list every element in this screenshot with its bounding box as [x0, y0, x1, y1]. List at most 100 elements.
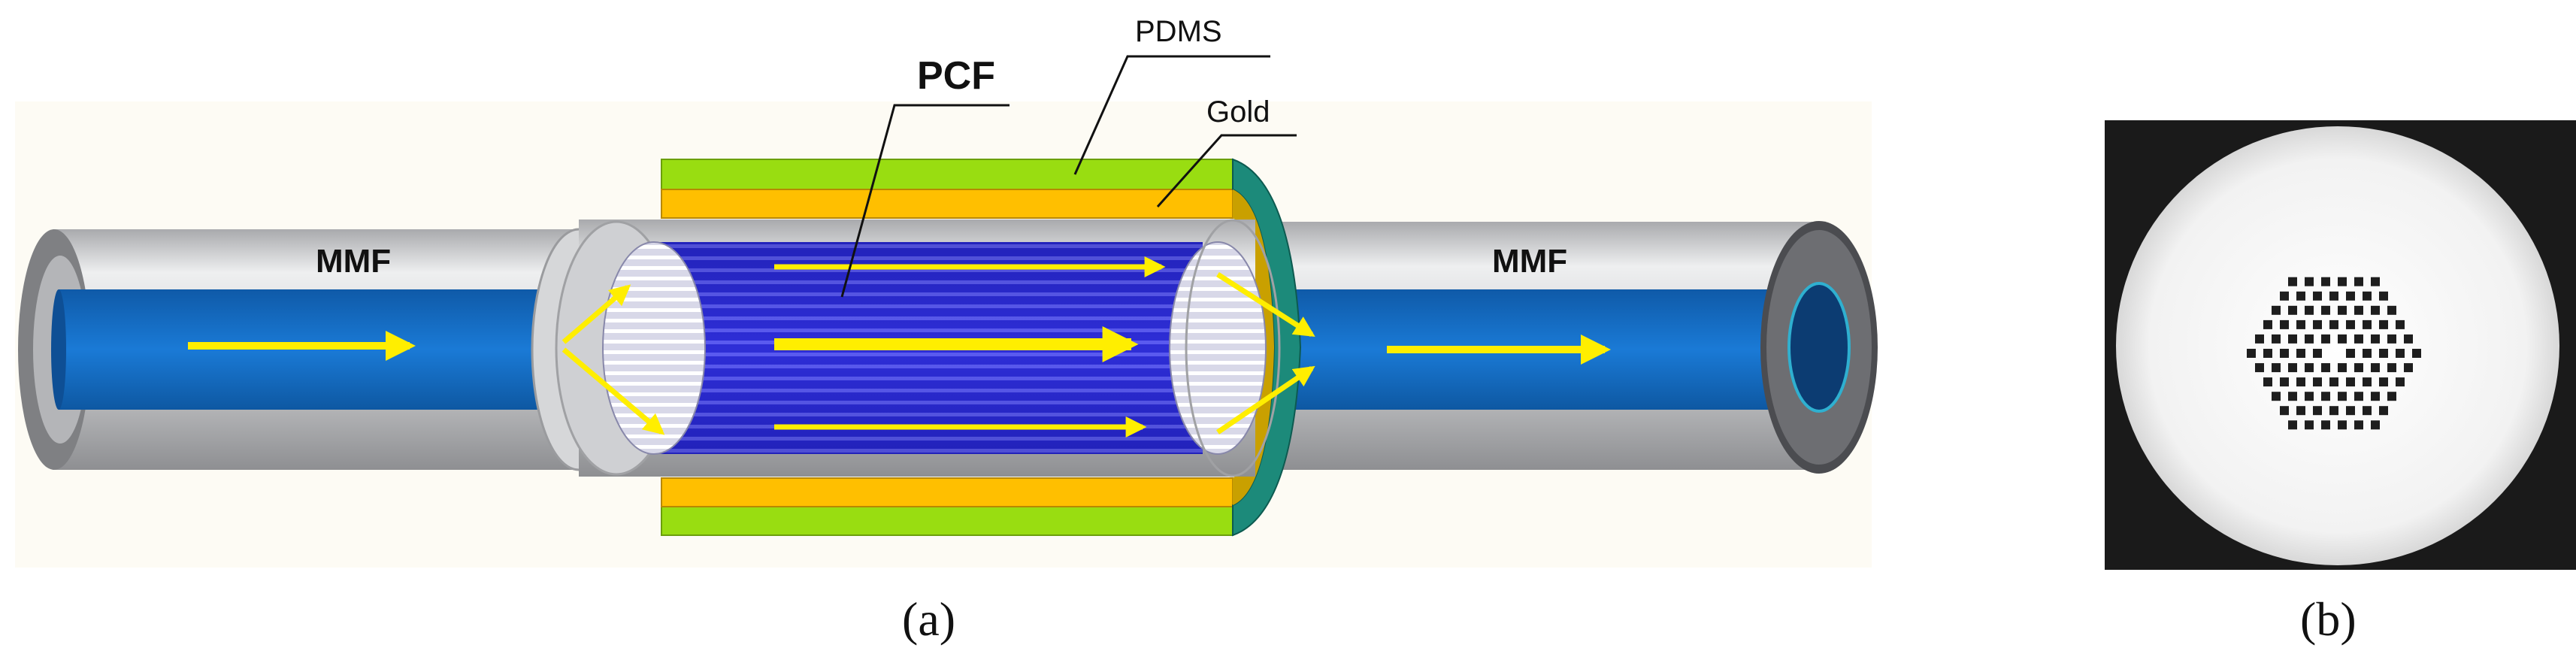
air-hole [2346, 319, 2355, 329]
air-hole [2329, 319, 2338, 329]
air-hole [2313, 377, 2322, 387]
air-hole [2363, 349, 2372, 358]
panel-b: (b) [2105, 120, 2576, 646]
air-hole [2313, 349, 2322, 358]
right-core-end [1787, 282, 1851, 413]
air-hole [2272, 363, 2281, 373]
air-hole [2387, 305, 2396, 315]
air-hole [2338, 392, 2347, 401]
air-hole [2346, 406, 2355, 416]
air-hole [2321, 420, 2330, 430]
air-hole [2263, 377, 2272, 387]
air-hole [2329, 406, 2338, 416]
mmf-left-label: MMF [316, 243, 391, 280]
air-hole [2338, 305, 2347, 315]
air-hole [2387, 334, 2396, 344]
air-hole [2363, 319, 2372, 329]
air-hole [2321, 334, 2330, 344]
air-hole [2338, 420, 2347, 430]
panel-b-label: (b) [2300, 592, 2357, 646]
air-hole [2313, 291, 2322, 301]
air-hole [2354, 334, 2363, 344]
air-hole [2305, 392, 2314, 401]
air-hole [2371, 277, 2380, 286]
gold-layer-bottom [661, 477, 1234, 507]
air-hole [2280, 406, 2289, 416]
air-hole [2412, 349, 2421, 358]
air-hole [2371, 305, 2380, 315]
air-hole [2338, 363, 2347, 373]
left-core-end [51, 289, 66, 410]
air-hole [2288, 305, 2297, 315]
air-hole [2371, 420, 2380, 430]
air-hole [2255, 363, 2264, 373]
air-hole [2321, 392, 2330, 401]
air-hole [2363, 291, 2372, 301]
air-hole [2296, 349, 2305, 358]
air-hole [2329, 377, 2338, 387]
air-hole [2338, 334, 2347, 344]
air-hole [2280, 377, 2289, 387]
leader-lines [840, 55, 1297, 298]
air-hole [2363, 377, 2372, 387]
air-hole [2354, 305, 2363, 315]
gold-end-cap [1233, 189, 1274, 505]
air-hole [2354, 363, 2363, 373]
air-hole [2288, 277, 2297, 286]
air-hole [2313, 319, 2322, 329]
air-hole [2371, 363, 2380, 373]
pcf-right-face [1185, 219, 1281, 477]
arrow-split-down [562, 347, 665, 435]
air-hole [2404, 363, 2413, 373]
pcf-label: PCF [917, 54, 995, 98]
air-hole [2371, 392, 2380, 401]
pcf-right-end [1169, 241, 1267, 455]
air-hole [2371, 334, 2380, 344]
air-hole [2263, 349, 2272, 358]
air-hole [2280, 291, 2289, 301]
air-hole [2272, 334, 2281, 344]
air-hole [2296, 406, 2305, 416]
pcf-leader [840, 104, 1010, 298]
gold-layer-top [661, 189, 1234, 219]
light-arrows [188, 256, 1611, 437]
air-hole [2296, 291, 2305, 301]
air-hole [2321, 277, 2330, 286]
air-hole [2272, 392, 2281, 401]
mmf-right-label: MMF [1492, 243, 1567, 280]
gold-label: Gold [1206, 95, 1270, 129]
air-hole [2305, 334, 2314, 344]
air-hole [2379, 349, 2388, 358]
air-hole [2338, 277, 2347, 286]
pdms-label: PDMS [1135, 15, 1222, 48]
arrow-merge-down [1216, 365, 1315, 434]
air-hole [2346, 377, 2355, 387]
air-hole [2379, 291, 2388, 301]
air-hole [2346, 349, 2355, 358]
air-hole [2280, 349, 2289, 358]
air-hole [2305, 305, 2314, 315]
fiber-cross-section [2116, 126, 2559, 565]
air-hole [2387, 363, 2396, 373]
air-hole [2255, 334, 2264, 344]
air-hole [2396, 319, 2405, 329]
pdms-layer-top [661, 159, 1234, 190]
air-hole [2296, 319, 2305, 329]
air-hole [2404, 334, 2413, 344]
air-hole [2379, 406, 2388, 416]
air-hole [2379, 319, 2388, 329]
gold-leader [1156, 134, 1297, 208]
air-hole [2354, 392, 2363, 401]
pdms-leader [1073, 55, 1270, 175]
air-hole [2305, 277, 2314, 286]
air-hole [2305, 363, 2314, 373]
pdms-layer-bottom [661, 504, 1234, 536]
air-hole [2329, 291, 2338, 301]
air-hole [2288, 420, 2297, 430]
air-hole [2387, 392, 2396, 401]
arrow-merge-up [1216, 272, 1315, 338]
air-hole [2396, 377, 2405, 387]
air-hole [2321, 363, 2330, 373]
air-hole [2354, 277, 2363, 286]
